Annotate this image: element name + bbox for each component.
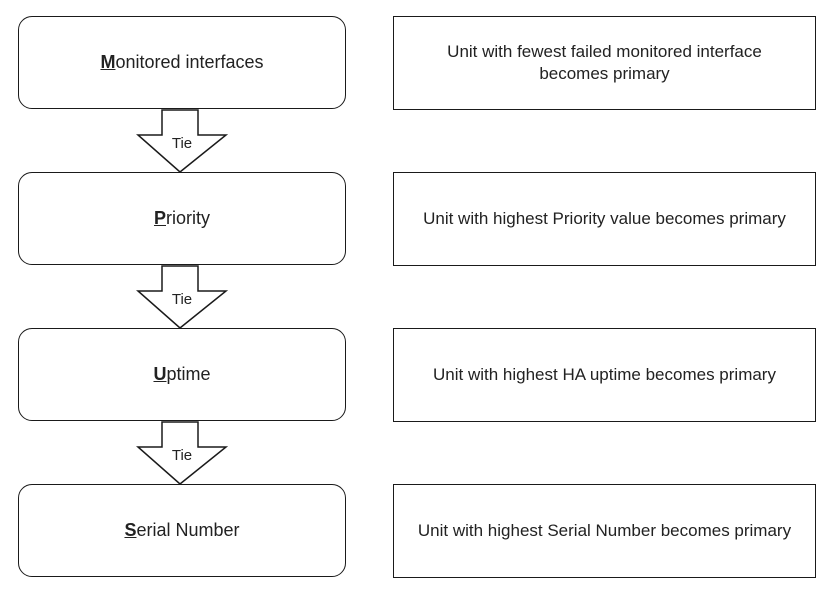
step-label: ptime xyxy=(166,364,211,384)
step-initial: M xyxy=(100,52,116,72)
tie-label: Tie xyxy=(171,291,193,308)
down-arrow-icon xyxy=(136,109,229,173)
step-label: riority xyxy=(166,208,210,228)
step-label: onitored interfaces xyxy=(115,52,264,72)
result-uptime: Unit with highest HA uptime becomes prim… xyxy=(393,328,816,422)
tie-label: Tie xyxy=(171,135,193,152)
result-line: Unit with fewest failed monitored interf… xyxy=(447,42,762,61)
step-initial: P xyxy=(153,208,166,228)
tie-connector-3: Tie xyxy=(136,421,229,485)
step-label: erial Number xyxy=(136,520,240,540)
step-initial: S xyxy=(124,520,137,540)
tie-connector-2: Tie xyxy=(136,265,229,329)
result-line: Unit with highest HA uptime becomes prim… xyxy=(433,365,776,384)
result-line: Unit with highest Priority value becomes… xyxy=(423,209,786,228)
tie-label: Tie xyxy=(171,447,193,464)
result-priority: Unit with highest Priority value becomes… xyxy=(393,172,816,266)
result-line: becomes primary xyxy=(539,64,670,83)
down-arrow-icon xyxy=(136,421,229,485)
result-serial-number: Unit with highest Serial Number becomes … xyxy=(393,484,816,578)
tie-connector-1: Tie xyxy=(136,109,229,173)
result-monitored-interfaces: Unit with fewest failed monitored interf… xyxy=(393,16,816,110)
result-line: Unit with highest Serial Number becomes … xyxy=(417,521,792,540)
step-initial: U xyxy=(153,364,167,384)
down-arrow-icon xyxy=(136,265,229,329)
